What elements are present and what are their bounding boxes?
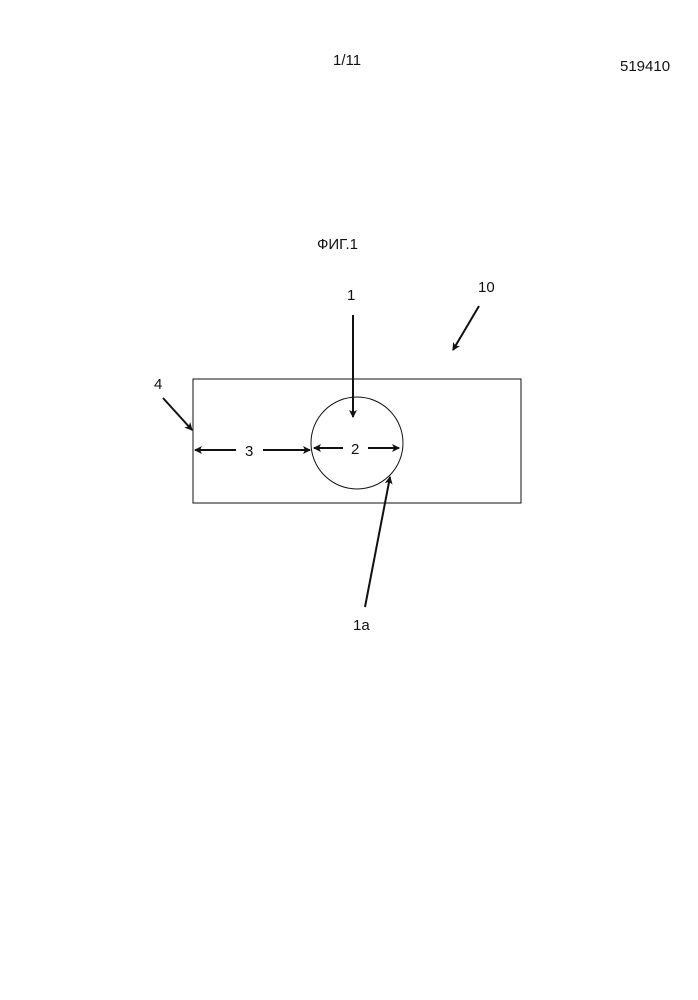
leader-arrow-10 (453, 306, 479, 350)
label-4: 4 (154, 376, 162, 393)
label-3: 3 (245, 443, 253, 460)
label-1: 1 (347, 287, 355, 304)
label-10: 10 (478, 279, 495, 296)
label-1a: 1a (353, 617, 370, 634)
leader-arrow-1a (365, 477, 390, 607)
leader-arrow-4 (163, 398, 192, 430)
label-2: 2 (351, 441, 359, 458)
